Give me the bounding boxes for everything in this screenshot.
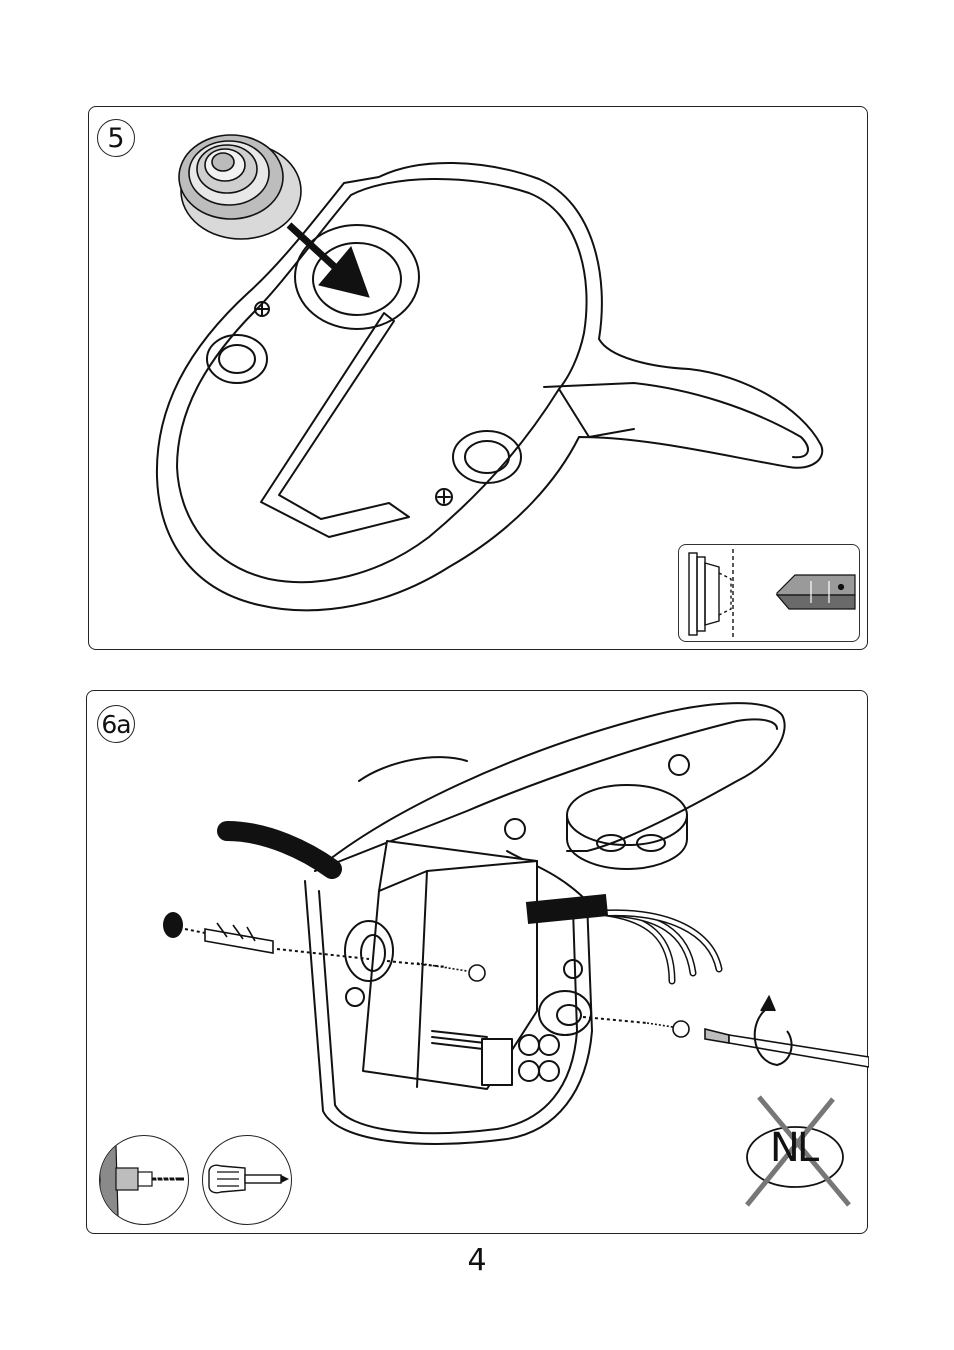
grommet-section-outline	[689, 553, 697, 635]
cable-channel	[261, 313, 409, 537]
rotation-arrow	[755, 997, 792, 1065]
utility-knife-icon	[777, 575, 855, 609]
rubber-grommet	[179, 135, 301, 239]
screw-right	[647, 1021, 689, 1037]
step-6a-panel: 6a	[86, 690, 868, 1234]
screwdriver-icon	[203, 1136, 292, 1225]
page-number: 4	[0, 1243, 954, 1278]
step-5-panel: 5	[88, 106, 868, 650]
terminal-block	[482, 1039, 512, 1085]
insert-arrow	[289, 225, 369, 297]
arm-screw	[669, 755, 689, 775]
arm-edge	[559, 389, 634, 437]
screwdriver-tool-icon	[202, 1135, 292, 1225]
wall-hole	[163, 912, 183, 938]
screwdriver	[705, 1029, 869, 1067]
drill-tool-icon	[99, 1135, 189, 1225]
cut-instruction-inset	[678, 544, 860, 642]
mains-cable-lower	[527, 905, 607, 913]
cut-grommet-diagram	[679, 545, 861, 643]
mains-cable	[227, 831, 332, 869]
not-for-nl-marker: NL	[743, 1091, 851, 1209]
wall-plug	[205, 923, 273, 953]
drill-icon	[100, 1136, 189, 1225]
mounting-hole-right	[539, 991, 591, 1035]
nl-country-code: NL	[743, 1125, 843, 1171]
mounting-hole-left	[207, 335, 267, 383]
